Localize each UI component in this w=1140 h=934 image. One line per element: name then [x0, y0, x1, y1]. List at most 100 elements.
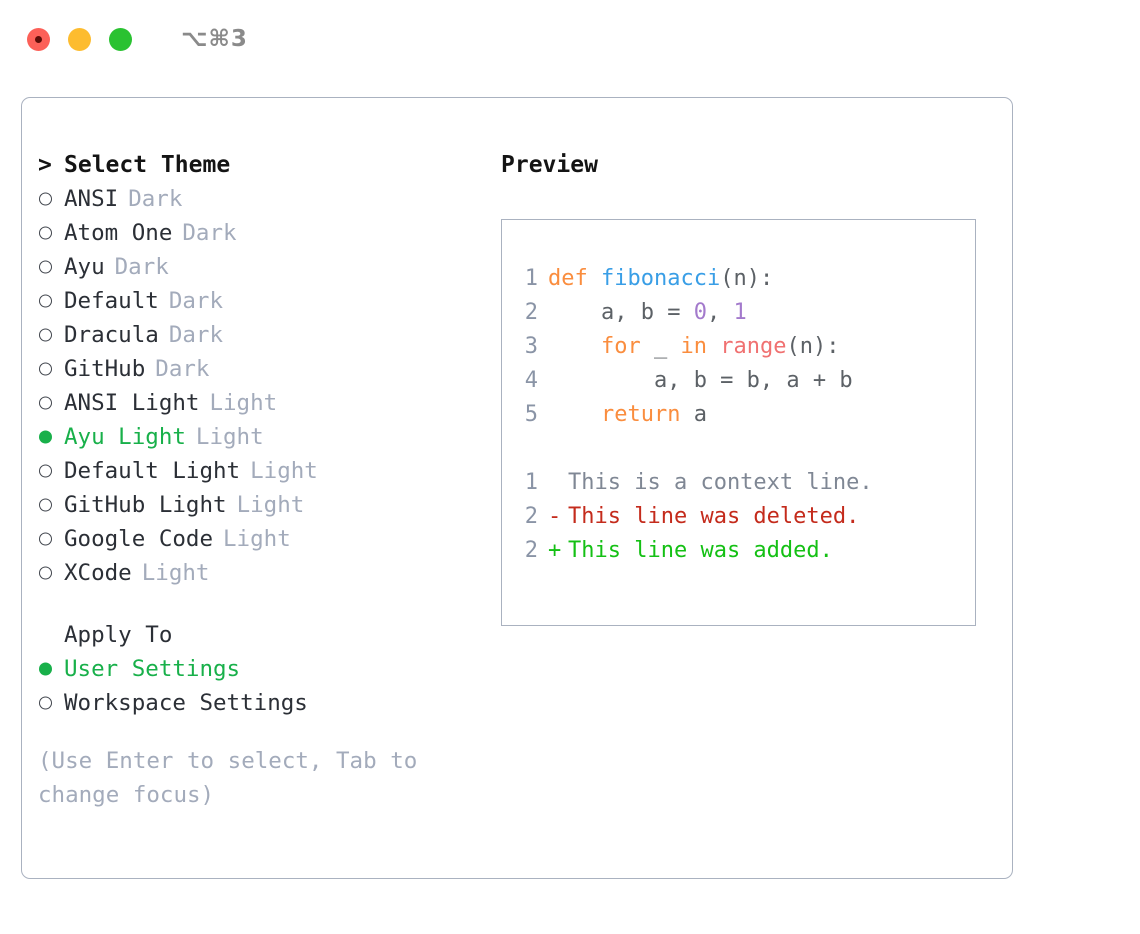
theme-option-dracula[interactable]: Dracula Dark [38, 318, 488, 352]
code-line: 3 for _ in range(n): [516, 330, 969, 364]
diff-line-ctx: 1 This is a context line. [516, 466, 969, 500]
theme-option-github[interactable]: GitHub Dark [38, 352, 488, 386]
code-token: range [720, 334, 787, 359]
line-number: 2 [524, 538, 538, 563]
code-line: 2 a, b = 0, 1 [516, 296, 969, 330]
code-token [548, 334, 601, 359]
hint-spacer [38, 720, 488, 744]
preview-title: Preview [501, 152, 598, 178]
section-spacer [38, 590, 488, 618]
diff-line-add: 2 +This line was added. [516, 534, 969, 568]
window-controls [27, 27, 132, 51]
code-token: def [548, 266, 588, 291]
diff-text: This line was added. [568, 538, 833, 563]
apply-to-option-workspace-settings[interactable]: Workspace Settings [38, 686, 488, 720]
apply-to-title: Apply To [64, 622, 173, 648]
theme-option-label: GitHub Light [64, 492, 227, 518]
shortcut-label: ⌥⌘3 [181, 26, 248, 52]
theme-option-ayu[interactable]: Ayu Dark [38, 250, 488, 284]
line-number: 5 [524, 402, 538, 427]
theme-option-label: Dracula [64, 322, 159, 348]
code-token [548, 402, 601, 427]
close-window-button[interactable] [27, 27, 50, 51]
theme-option-label: GitHub [64, 356, 146, 382]
theme-option-default[interactable]: Default Dark [38, 284, 488, 318]
code-line: 5 return a [516, 398, 969, 432]
code-token: a, b = [548, 300, 694, 325]
theme-variant-badge: Dark [168, 288, 224, 314]
code-token [588, 266, 601, 291]
code-token: (n): [786, 334, 840, 359]
theme-variant-badge: Dark [168, 322, 224, 348]
code-token: a [680, 402, 707, 427]
minimize-window-button[interactable] [68, 27, 91, 51]
theme-option-label: Default [64, 288, 159, 314]
theme-variant-badge: Dark [182, 220, 237, 246]
theme-option-ansi[interactable]: ANSI Dark [38, 182, 488, 216]
apply-to-option-user-settings[interactable]: User Settings [38, 652, 488, 686]
theme-option-label: Atom One [64, 220, 173, 246]
code-token [707, 334, 720, 359]
select-theme-title: Select Theme [64, 152, 231, 178]
theme-option-xcode[interactable]: XCode Light [38, 556, 488, 590]
apply-to-header: Apply To [38, 618, 488, 652]
line-number: 2 [524, 300, 538, 325]
code-token: for [600, 334, 641, 359]
diff-text: This is a context line. [568, 470, 873, 495]
code-token: 0 [693, 300, 707, 325]
code-token: in [680, 334, 707, 359]
code-token: 1 [733, 300, 747, 325]
caret-icon: > [38, 152, 52, 178]
theme-option-label: ANSI Light [64, 390, 200, 416]
code-diff-separator [516, 432, 969, 466]
theme-option-label: Ayu Light [64, 424, 186, 450]
theme-variant-badge: Light [195, 424, 264, 450]
theme-option-label: Default Light [64, 458, 241, 484]
code-line: 1 def fibonacci(n): [516, 262, 969, 296]
theme-variant-badge: Dark [114, 254, 169, 280]
select-theme-header: > Select Theme [38, 148, 488, 182]
theme-option-label: Google Code [64, 526, 214, 552]
line-number: 1 [524, 470, 538, 495]
theme-variant-badge: Light [223, 526, 291, 552]
theme-variant-badge: Light [141, 560, 210, 586]
theme-variant-badge: Dark [155, 356, 210, 382]
code-token: return [600, 402, 681, 427]
line-number: 3 [524, 334, 538, 359]
code-token: (n): [720, 266, 774, 291]
line-number: 1 [524, 266, 538, 291]
theme-option-label: Ayu [64, 254, 105, 280]
theme-option-label: ANSI [64, 186, 119, 212]
code-token: , [706, 300, 734, 325]
code-token: a, b = b, a + b [548, 368, 853, 393]
theme-variant-badge: Light [250, 458, 318, 484]
line-number: 4 [524, 368, 538, 393]
theme-variant-badge: Light [236, 492, 305, 518]
code-token: _ [640, 334, 681, 359]
diff-text: This line was deleted. [568, 504, 860, 529]
diff-marker [548, 466, 568, 500]
code-token: fibonacci [601, 266, 721, 291]
theme-option-github-light[interactable]: GitHub Light Light [38, 488, 488, 522]
theme-option-google-code[interactable]: Google Code Light [38, 522, 488, 556]
diff-line-del: 2-This line was deleted. [516, 500, 969, 534]
diff-marker: + [548, 538, 562, 563]
theme-option-default-light[interactable]: Default Light Light [38, 454, 488, 488]
theme-option-ayu-light[interactable]: Ayu Light Light [38, 420, 488, 454]
maximize-window-button[interactable] [109, 27, 132, 51]
keyboard-hint: (Use Enter to select, Tab to change focu… [38, 748, 418, 808]
theme-variant-badge: Light [209, 390, 278, 416]
theme-option-ansi-light[interactable]: ANSI Light Light [38, 386, 488, 420]
line-number: 2 [524, 504, 538, 529]
theme-option-atom-one[interactable]: Atom One Dark [38, 216, 488, 250]
theme-variant-badge: Dark [128, 186, 183, 212]
theme-option-label: XCode [64, 560, 132, 586]
